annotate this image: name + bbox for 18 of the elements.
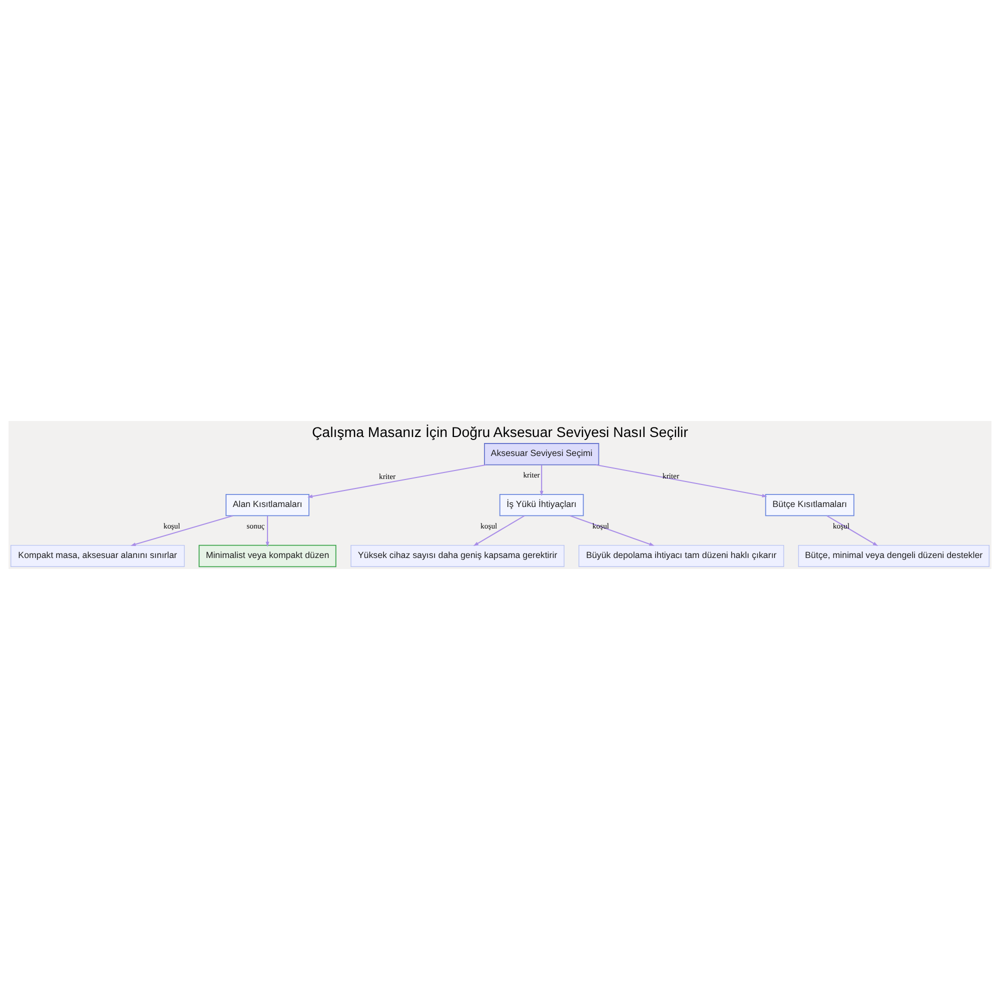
node-box: Minimalist veya kompakt düzen (198, 544, 336, 568)
node-box: Kompakt masa, aksesuar alanını sınırlar (10, 544, 185, 567)
diagram-title: Çalışma Masanız İçin Doğru Aksesuar Seviyesi Nasıl Seçilir (312, 425, 688, 442)
arrow (570, 515, 654, 546)
node-box: Bütçe Kısıtlamaları (765, 494, 854, 516)
node-box: Alan Kısıtlamaları (226, 494, 310, 516)
node-box: İş Yükü İhtiyaçları (499, 494, 584, 516)
arrow (307, 464, 486, 498)
arrow (826, 515, 878, 546)
arrow (130, 515, 234, 546)
arrow (540, 465, 544, 496)
node-box: Bütçe, minimal veya dengeli düzeni destekler (798, 544, 990, 567)
node-box: Yüksek cihaz sayısı daha geniş kapsama gerektirir (350, 544, 564, 567)
arrow (473, 515, 525, 546)
node-box: Aksesuar Seviyesi Seçimi (484, 443, 600, 466)
arrow (266, 516, 270, 547)
node-box: Büyük depolama ihtiyacı tam düzeni haklı çıkarır (578, 544, 784, 567)
arrow (596, 464, 768, 498)
